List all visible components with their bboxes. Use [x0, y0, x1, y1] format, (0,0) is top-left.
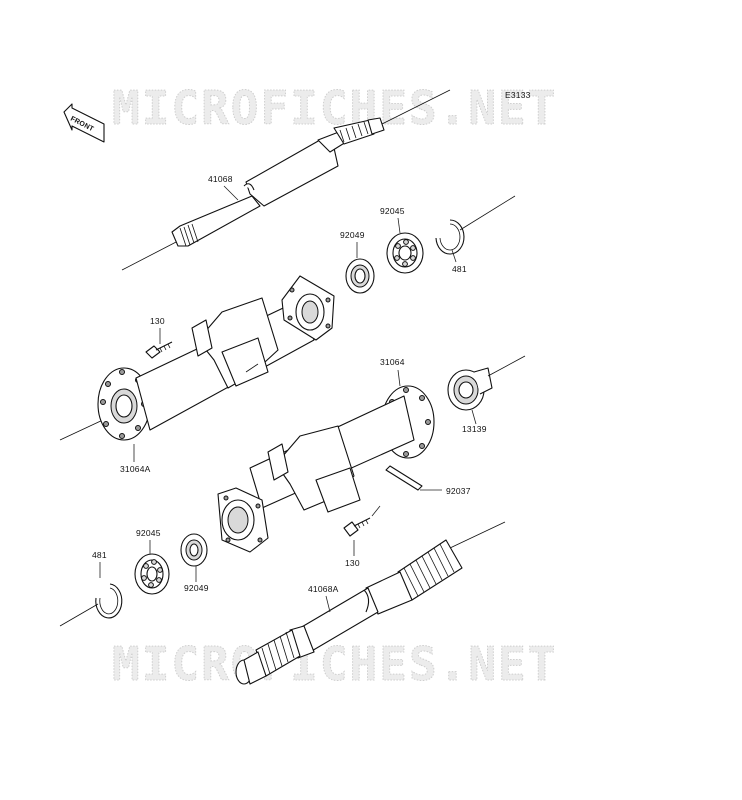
watermark-bottom: MICROFICHES.NET: [112, 637, 557, 691]
label-31064: 31064: [380, 357, 405, 367]
axle-housing-31064[interactable]: [217, 385, 435, 553]
seal-13139[interactable]: [447, 355, 526, 411]
oil-seal-92049[interactable]: [345, 258, 375, 294]
key-92037[interactable]: [385, 465, 423, 491]
label-481-upper: 481: [452, 264, 467, 274]
circlip-481[interactable]: [435, 195, 516, 255]
oil-seal-92049-lower[interactable]: [180, 533, 208, 567]
bolt-130-lower[interactable]: [343, 505, 381, 537]
label-130-upper: 130: [150, 316, 165, 326]
label-13139: 13139: [462, 424, 487, 434]
label-92045-upper: 92045: [380, 206, 405, 216]
label-31064A: 31064A: [120, 464, 151, 474]
front-arrow-icon: FRONT: [63, 103, 105, 143]
label-92045-lower: 92045: [136, 528, 161, 538]
axle-shaft-41068A[interactable]: [235, 521, 506, 685]
axle-shaft-41068[interactable]: [121, 89, 451, 271]
label-92049-lower: 92049: [184, 583, 209, 593]
label-92049-upper: 92049: [340, 230, 365, 240]
label-481-lower: 481: [92, 550, 107, 560]
label-92037: 92037: [446, 486, 471, 496]
ball-bearing-92045-lower[interactable]: [134, 553, 170, 595]
label-41068A: 41068A: [308, 584, 339, 594]
diagram-code: E3133: [505, 90, 531, 100]
label-130-lower: 130: [345, 558, 360, 568]
ball-bearing-92045[interactable]: [386, 232, 424, 274]
circlip-481-lower[interactable]: [59, 583, 123, 627]
watermark-top: MICROFICHES.NET: [112, 81, 557, 135]
label-41068: 41068: [208, 174, 233, 184]
axle-housing-31064A[interactable]: [59, 275, 335, 441]
bolt-130[interactable]: [145, 341, 173, 359]
